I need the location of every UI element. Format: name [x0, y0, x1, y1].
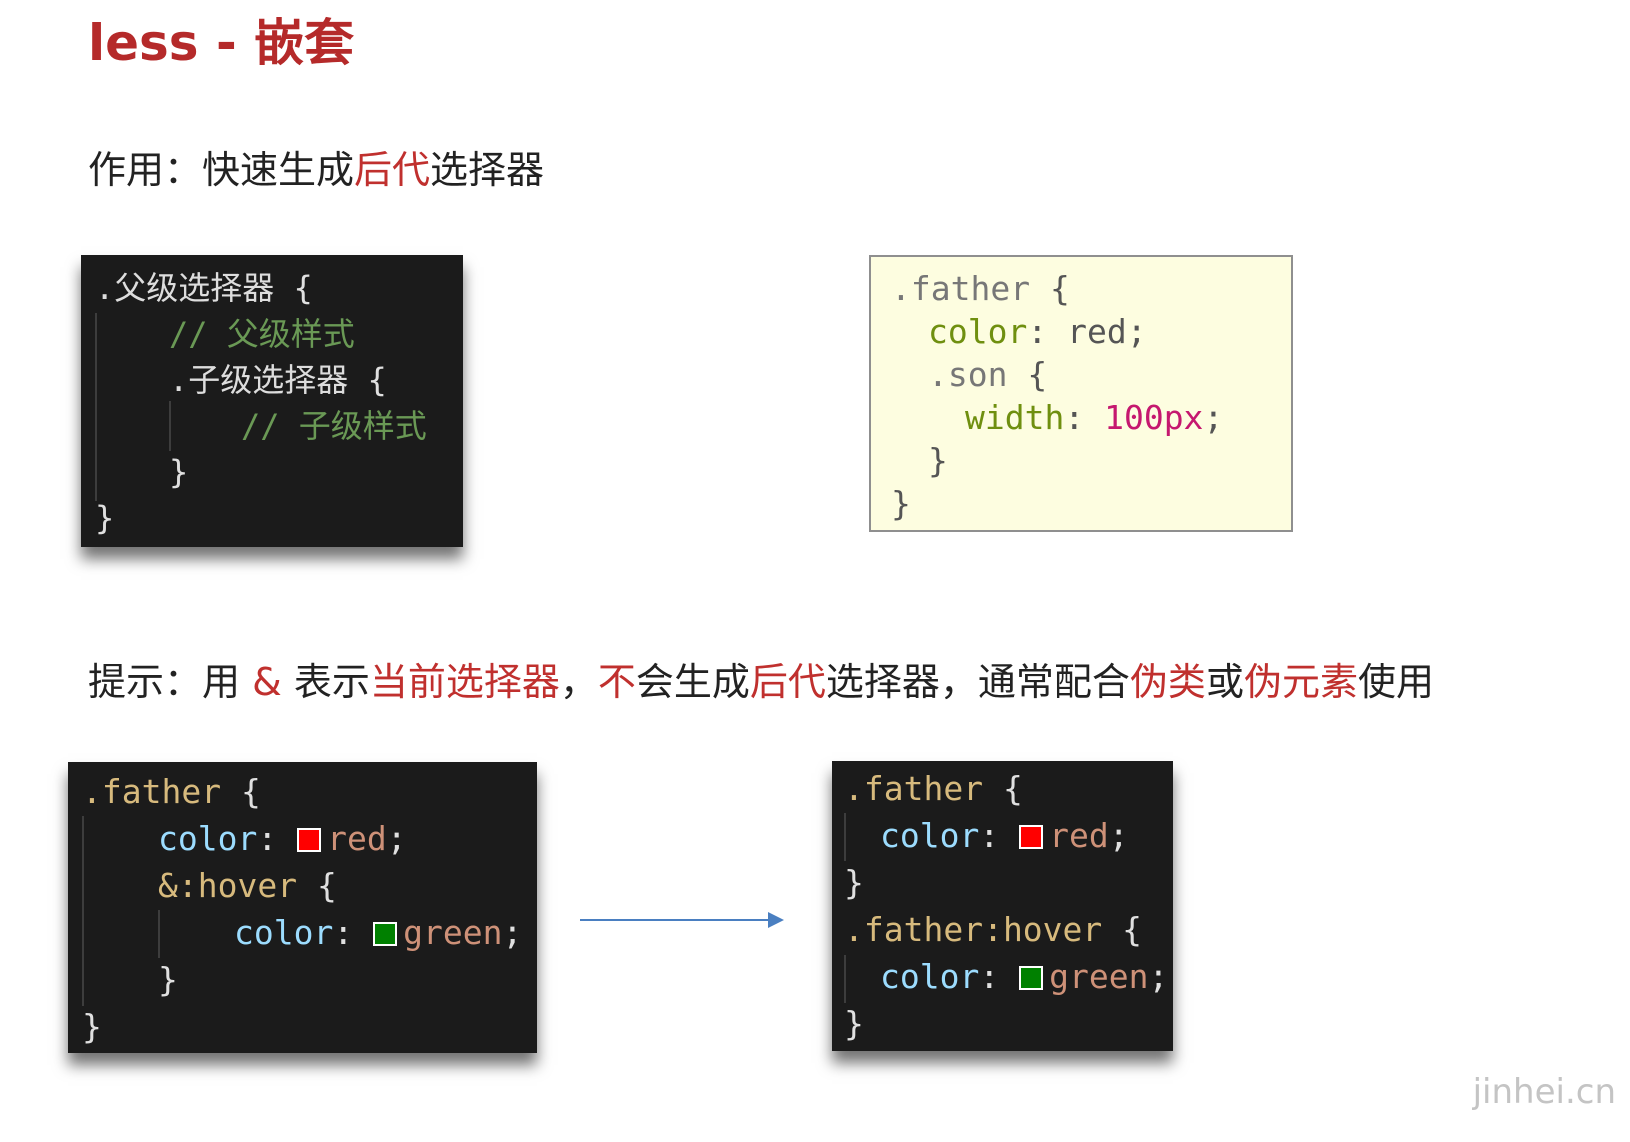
code-line: .father {: [844, 769, 1023, 808]
code-line: color: green;: [234, 913, 523, 952]
code-line: }: [928, 441, 948, 480]
red-color-swatch-icon: [1019, 825, 1044, 849]
code-line: }: [169, 453, 189, 491]
code-line: }: [82, 1007, 102, 1046]
code-line: color: red;: [158, 819, 407, 858]
code-line: }: [891, 484, 911, 523]
code-line: .father {: [82, 772, 261, 811]
code-line: }: [95, 499, 115, 537]
code-line: color: green;: [880, 957, 1169, 996]
indent-guide: [844, 813, 846, 861]
code-line: .子级选择器 {: [169, 361, 387, 399]
code-line: }: [844, 863, 864, 902]
code-line: &:hover {: [158, 866, 337, 905]
indent-guide: [82, 816, 84, 1006]
father-son-example-code-block: .father { color: red; .son { width: 100p…: [869, 255, 1293, 532]
code-line: // 子级样式: [241, 407, 427, 445]
tip-text: 提示：用 & 表示当前选择器，不会生成后代选择器，通常配合伪类或伪元素使用: [88, 660, 1434, 704]
code-line: }: [158, 960, 178, 999]
green-color-swatch-icon: [373, 922, 398, 946]
green-color-swatch-icon: [1019, 966, 1044, 990]
code-line: width: 100px;: [965, 398, 1224, 437]
indent-guide: [158, 910, 160, 958]
watermark: jinhei.cn: [1472, 1072, 1616, 1112]
code-line: .father:hover {: [844, 910, 1143, 949]
indent-guide: [169, 401, 171, 451]
code-line: color: red;: [880, 816, 1129, 855]
code-line: // 父级样式: [169, 315, 355, 353]
code-line: .father {: [891, 269, 1070, 308]
arrow-right-icon: [580, 912, 784, 928]
less-hover-code-block: .father { color: red; &:hover { color: g…: [68, 762, 537, 1053]
nesting-syntax-code-block: .父级选择器 { // 父级样式 .子级选择器 { // 子级样式 } }: [81, 255, 463, 547]
indent-guide: [844, 955, 846, 1003]
page-title: less - 嵌套: [88, 14, 355, 72]
code-line: .父级选择器 {: [95, 269, 313, 307]
purpose-text: 作用：快速生成后代选择器: [88, 148, 545, 192]
code-line: .son {: [928, 355, 1048, 394]
code-line: color: red;: [928, 312, 1147, 351]
code-line: }: [844, 1004, 864, 1043]
compiled-css-code-block: .father { color: red; } .father:hover { …: [832, 761, 1173, 1051]
indent-guide: [95, 313, 97, 501]
red-color-swatch-icon: [297, 828, 322, 852]
